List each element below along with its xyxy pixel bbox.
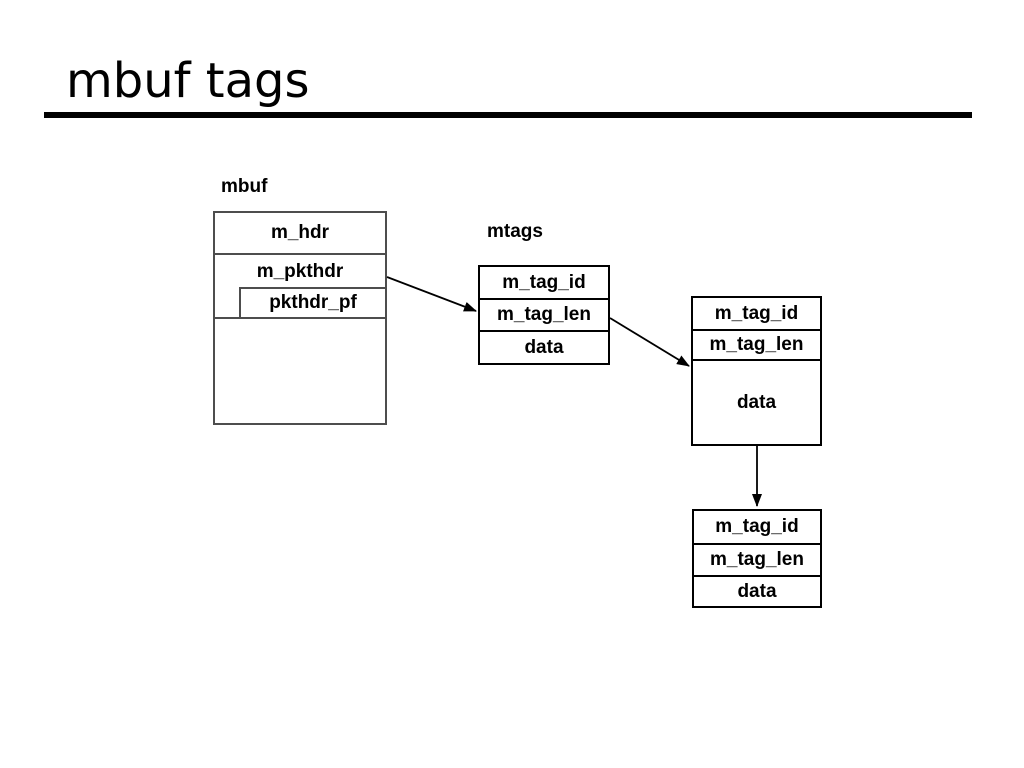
mtag3-row-data: data bbox=[737, 580, 777, 602]
mtag-box-3: m_tag_id m_tag_len data bbox=[692, 509, 822, 608]
mbuf-struct-label: mbuf bbox=[221, 176, 268, 197]
mtag1-row-data: data bbox=[524, 336, 564, 358]
mtag2-row-data: data bbox=[736, 391, 777, 413]
mtag-box-2: m_tag_id m_tag_len data bbox=[691, 296, 822, 446]
mtag1-row-len: m_tag_len bbox=[480, 300, 608, 332]
arrow-mbuf-to-mtag1 bbox=[386, 276, 477, 312]
mtag1-row-id: m_tag_id bbox=[480, 267, 608, 300]
mtag-box-1: m_tag_id m_tag_len data bbox=[478, 265, 610, 365]
mtag3-row-len: m_tag_len bbox=[694, 545, 820, 577]
mbuf-section-m-pkthdr: m_pkthdr pkthdr_pf bbox=[215, 255, 385, 319]
mbuf-row-m-pkthdr: m_pkthdr bbox=[256, 261, 344, 282]
mtag2-row-id: m_tag_id bbox=[693, 298, 820, 331]
page-title: mbuf tags bbox=[66, 53, 310, 109]
mtag2-row-len: m_tag_len bbox=[693, 331, 820, 361]
mbuf-empty-area bbox=[215, 319, 385, 423]
pkthdr-pf-nested-box: pkthdr_pf bbox=[239, 287, 385, 317]
arrow-mtag1-to-mtag2 bbox=[609, 317, 690, 367]
title-underline bbox=[44, 112, 972, 118]
mbuf-row-m-hdr: m_hdr bbox=[215, 213, 385, 255]
mbuf-struct-box: m_hdr m_pkthdr pkthdr_pf bbox=[213, 211, 387, 425]
mtags-label: mtags bbox=[487, 221, 543, 242]
mtag3-row-id: m_tag_id bbox=[694, 511, 820, 545]
